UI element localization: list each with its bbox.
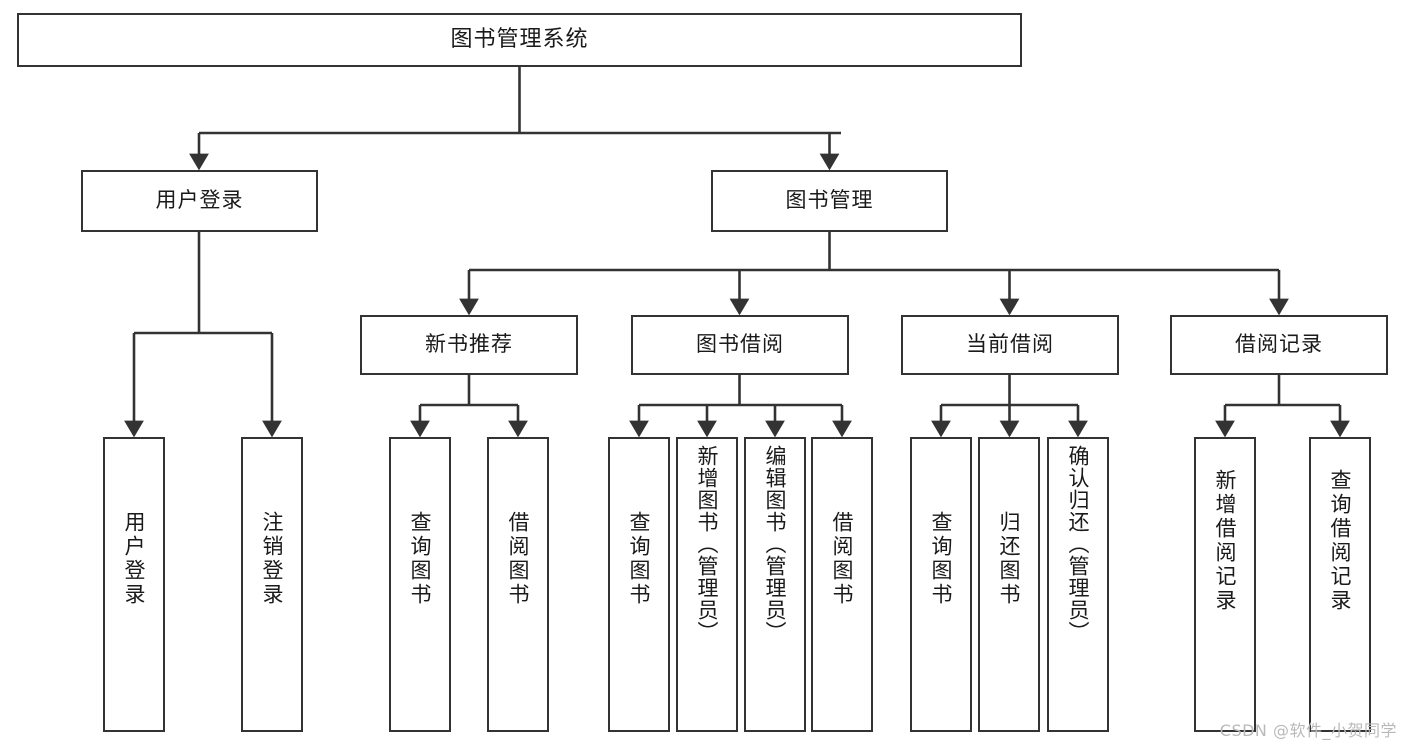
node-book-manage-label: 图书管理 [785,188,874,213]
leaf-rec-add[interactable]: 新增借阅记录 [1194,437,1256,732]
leaf-cur-return[interactable]: 归还图书 [978,437,1040,732]
leaf-cur-query[interactable]: 查询图书 [910,437,972,732]
node-book-manage[interactable]: 图书管理 [711,170,948,232]
leaf-borrow-edit-label: 编辑图书（管理员） [763,445,788,643]
leaf-borrow-edit[interactable]: 编辑图书（管理员） [744,437,806,732]
leaf-cur-confirm[interactable]: 确认归还（管理员） [1047,437,1109,732]
leaf-cur-query-label: 查询图书 [929,511,954,607]
node-book-borrow[interactable]: 图书借阅 [631,315,849,375]
node-root-label: 图书管理系统 [450,26,589,52]
leaf-rec-borrow-label: 借阅图书 [506,511,531,607]
leaf-user-logout-label: 注销登录 [260,511,285,607]
leaf-user-login-label: 用户登录 [122,511,147,607]
node-user-login[interactable]: 用户登录 [81,170,318,232]
node-borrow-record-label: 借阅记录 [1235,332,1323,357]
leaf-borrow-lend-label: 借阅图书 [830,511,855,607]
leaf-rec-search[interactable]: 查询借阅记录 [1309,437,1371,732]
node-new-book-rec-label: 新书推荐 [425,332,513,357]
leaf-cur-return-label: 归还图书 [997,511,1022,607]
leaf-borrow-query[interactable]: 查询图书 [608,437,670,732]
leaf-borrow-query-label: 查询图书 [627,511,652,607]
node-current-borrow-label: 当前借阅 [966,332,1054,357]
node-current-borrow[interactable]: 当前借阅 [901,315,1119,375]
leaf-rec-borrow[interactable]: 借阅图书 [487,437,549,732]
leaf-rec-query[interactable]: 查询图书 [389,437,451,732]
node-new-book-rec[interactable]: 新书推荐 [360,315,578,375]
leaf-rec-search-label: 查询借阅记录 [1328,469,1353,613]
leaf-borrow-add-label: 新增图书（管理员） [695,445,720,643]
leaf-borrow-add[interactable]: 新增图书（管理员） [676,437,738,732]
leaf-user-login[interactable]: 用户登录 [103,437,165,732]
node-borrow-record[interactable]: 借阅记录 [1170,315,1388,375]
leaf-rec-add-label: 新增借阅记录 [1213,469,1238,613]
leaf-user-logout[interactable]: 注销登录 [241,437,303,732]
csdn-watermark: CSDN @软件_小贺同学 [1219,721,1397,740]
node-book-borrow-label: 图书借阅 [696,332,784,357]
node-root[interactable]: 图书管理系统 [17,13,1022,67]
node-user-login-label: 用户登录 [155,188,244,213]
leaf-rec-query-label: 查询图书 [408,511,433,607]
leaf-borrow-lend[interactable]: 借阅图书 [811,437,873,732]
leaf-cur-confirm-label: 确认归还（管理员） [1066,445,1091,643]
